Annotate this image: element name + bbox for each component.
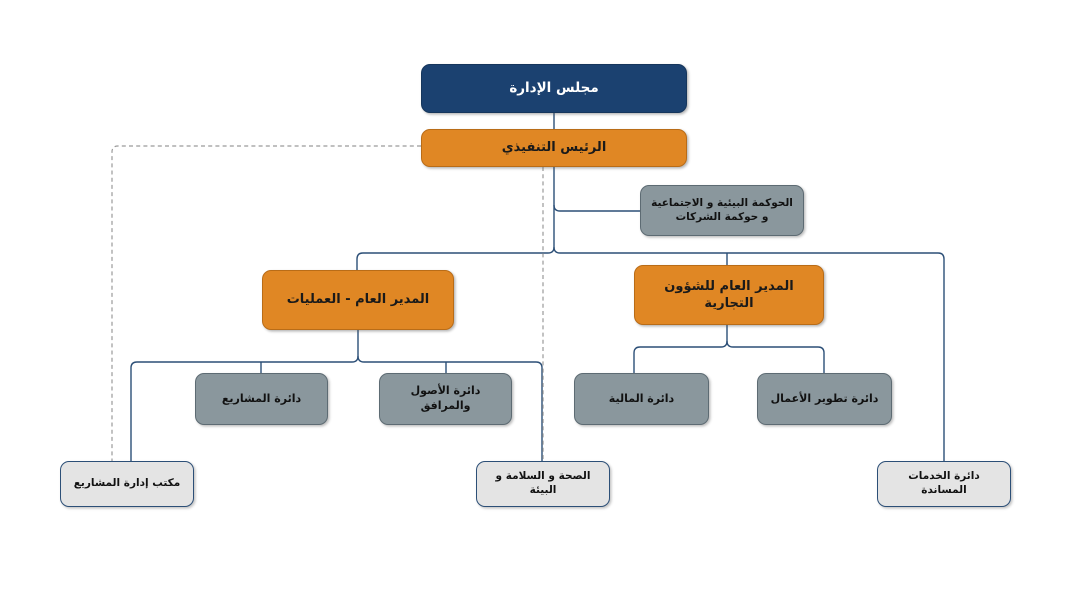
edge-gmops-stem	[351, 330, 359, 363]
node-gm-operations[interactable]: المدير العام - العمليات	[262, 270, 454, 330]
node-label-hse: الصحة و السلامة و البيئة	[495, 470, 591, 496]
node-label-support: دائرة الخدمات المساندة	[908, 470, 980, 496]
edge-gmops-stem-r	[357, 355, 365, 363]
node-finance-department[interactable]: دائرة المالية	[574, 373, 709, 425]
node-gm-commercial[interactable]: المدير العام للشؤون التجارية	[634, 265, 824, 325]
node-label-finance: دائرة المالية	[608, 391, 675, 405]
node-label-projects: دائرة المشاريع	[221, 391, 302, 405]
edge-gmcomm-bus-left	[633, 346, 721, 373]
edge-ceo-trunk	[547, 167, 555, 254]
node-label-esg: الحوكمة البيئية و الاجتماعية و حوكمة الش…	[651, 196, 793, 223]
edge-ceo-trunk-right	[553, 246, 561, 254]
node-projects-department[interactable]: دائرة المشاريع	[195, 373, 328, 425]
node-health-safety-environment[interactable]: الصحة و السلامة و البيئة	[476, 461, 610, 507]
edge-gmcomm-stem	[720, 325, 728, 348]
node-label-bizdev: دائرة تطوير الأعمال	[770, 391, 879, 405]
edge-gmcomm-stem-r	[726, 340, 734, 348]
node-label-pmo: مكتب إدارة المشاريع	[73, 477, 181, 490]
node-business-development-department[interactable]: دائرة تطوير الأعمال	[757, 373, 892, 425]
node-label-ceo: الرئيس التنفيذي	[501, 140, 607, 156]
edge-ceo-esg	[553, 204, 640, 212]
node-ceo[interactable]: الرئيس التنفيذي	[421, 129, 687, 167]
node-assets-facilities-department[interactable]: دائرة الأصول والمرافق	[379, 373, 512, 425]
node-label-assets: دائرة الأصول والمرافق	[410, 384, 481, 412]
node-label-board: مجلس الإدارة	[509, 79, 599, 96]
edge-main-bus-left	[356, 252, 548, 270]
edge-gmcomm-bus-right	[733, 346, 825, 373]
node-project-management-office[interactable]: مكتب إدارة المشاريع	[60, 461, 194, 507]
node-support-services-department[interactable]: دائرة الخدمات المساندة	[877, 461, 1011, 507]
node-board-of-directors[interactable]: مجلس الإدارة	[421, 64, 687, 113]
node-esg-governance[interactable]: الحوكمة البيئية و الاجتماعية و حوكمة الش…	[640, 185, 804, 236]
node-label-gm-commercial: المدير العام للشؤون التجارية	[664, 278, 794, 311]
node-label-gm-operations: المدير العام - العمليات	[286, 292, 430, 308]
